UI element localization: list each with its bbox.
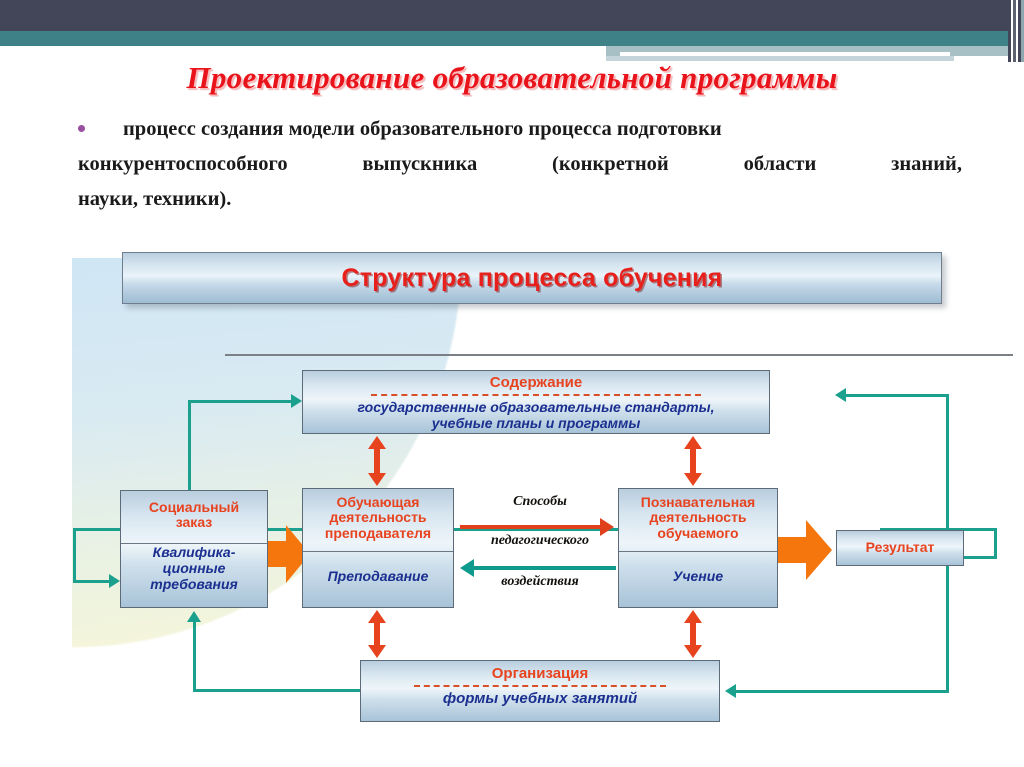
block-arrow-learner-to-result bbox=[774, 518, 832, 587]
node-teacher-head-3: преподавателя bbox=[324, 524, 432, 541]
node-content-dashed-rule bbox=[371, 393, 701, 396]
arrow-learner-to-teacher-shaft bbox=[474, 566, 616, 570]
node-content-sub-1: государственные образовательные стандарт… bbox=[357, 398, 715, 415]
connector-left-loop-bottom bbox=[73, 580, 109, 583]
node-content-sub-2: учебные планы и программы bbox=[431, 414, 641, 431]
connector-result-to-content-horizontal bbox=[846, 394, 949, 397]
body-paragraph: процесс создания модели образовательного… bbox=[78, 112, 962, 217]
node-result[interactable]: Результат bbox=[836, 530, 964, 566]
arrow-learner-org bbox=[682, 610, 704, 658]
connector-arrowhead-to-social bbox=[109, 574, 120, 588]
arrow-teacher-to-learner-head bbox=[600, 518, 614, 536]
header-bar-dark bbox=[0, 0, 1008, 31]
connector-arrowhead-to-content bbox=[291, 394, 302, 408]
node-teacher-sub: Преподавание bbox=[327, 568, 429, 585]
connector-arrowhead-org-to-social bbox=[187, 611, 201, 622]
header-stripe-2 bbox=[1011, 0, 1013, 62]
body-line-2: конкурентоспособного выпускника (конкрет… bbox=[78, 153, 962, 175]
header-stripe-4 bbox=[1016, 0, 1018, 62]
middle-label-top: Способы bbox=[513, 494, 567, 509]
arrow-teacher-to-learner-shaft bbox=[460, 525, 600, 529]
body-line-3: науки, техники). bbox=[78, 188, 232, 210]
node-content[interactable]: Содержание государственные образовательн… bbox=[302, 370, 770, 434]
horizontal-rule bbox=[225, 354, 1013, 356]
node-learning-activity[interactable]: Познавательная деятельность обучаемого У… bbox=[618, 488, 778, 608]
header-stripe-1 bbox=[1008, 0, 1011, 62]
node-org-sub: формы учебных занятий bbox=[442, 689, 638, 707]
header-bar-white bbox=[620, 52, 950, 56]
connector-arrowhead-result-to-org bbox=[725, 684, 736, 698]
arrow-content-teacher bbox=[366, 436, 388, 486]
connector-result-to-org-vertical bbox=[946, 534, 949, 693]
node-social-head-1: Социальный bbox=[148, 499, 240, 515]
node-learner-sub: Учение bbox=[672, 568, 724, 585]
node-social-head-2: заказ bbox=[175, 514, 213, 531]
node-teacher-head-1: Обучающая bbox=[336, 494, 420, 510]
bullet-dot-icon bbox=[78, 125, 85, 133]
node-social-order[interactable]: Социальный заказ Квалифика- ционные треб… bbox=[120, 490, 268, 608]
diagram-title-banner: Структура процесса обучения bbox=[122, 252, 942, 304]
node-social-sub-2: ционные bbox=[162, 559, 226, 576]
node-learner-head-2: деятельность bbox=[649, 509, 747, 526]
connector-org-to-social-horizontal bbox=[193, 689, 363, 692]
connector-arrowhead-result-to-content bbox=[835, 388, 846, 402]
connector-result-loop-bottom bbox=[963, 556, 997, 559]
node-org-dashed-rule bbox=[414, 684, 666, 687]
middle-label-bottom: воздействия bbox=[501, 574, 579, 589]
diagram-title-label: Структура процесса обучения bbox=[341, 263, 723, 292]
header-bar-light-2 bbox=[606, 56, 954, 61]
diagram-figure: Структура процесса обучения С bbox=[60, 240, 1020, 748]
node-learner-head-3: обучаемого bbox=[657, 524, 739, 541]
connector-org-to-social-vertical bbox=[193, 622, 196, 692]
decorative-header-bars bbox=[0, 0, 1024, 62]
node-teacher-head-2: деятельность bbox=[329, 509, 427, 526]
node-teacher-divider bbox=[303, 551, 453, 552]
connector-result-loop-top bbox=[880, 528, 997, 531]
connector-social-to-content-horizontal bbox=[188, 400, 291, 403]
node-content-head: Содержание bbox=[489, 374, 583, 391]
header-stripe-6 bbox=[1021, 0, 1024, 62]
arrow-learner-to-teacher-head bbox=[460, 559, 474, 577]
header-bar-teal bbox=[0, 31, 1008, 46]
page-title: Проектирование образовательной программы bbox=[186, 60, 838, 95]
header-stripe-3 bbox=[1013, 0, 1016, 62]
node-org-head: Организация bbox=[491, 665, 589, 682]
node-organization[interactable]: Организация формы учебных занятий bbox=[360, 660, 720, 722]
connector-left-loop-vertical bbox=[73, 528, 76, 582]
arrow-teacher-org bbox=[366, 610, 388, 658]
header-bar-light-1 bbox=[606, 46, 1008, 56]
body-line-1: процесс создания модели образовательного… bbox=[123, 118, 722, 140]
header-stripe-5 bbox=[1018, 0, 1021, 62]
connector-result-to-content-vertical bbox=[946, 394, 949, 534]
node-learner-head-1: Познавательная bbox=[640, 494, 756, 510]
block-arrow-social-to-teacher bbox=[256, 523, 310, 590]
middle-label-middle: педагогического bbox=[490, 533, 590, 548]
node-teaching-activity[interactable]: Обучающая деятельность преподавателя Пре… bbox=[302, 488, 454, 608]
node-result-head: Результат bbox=[865, 539, 935, 555]
connector-social-to-content-vertical bbox=[188, 400, 191, 492]
node-learner-divider bbox=[619, 551, 777, 552]
arrow-content-learner bbox=[682, 436, 704, 486]
connector-result-to-org-horizontal bbox=[736, 690, 948, 693]
connector-result-loop-vertical bbox=[994, 528, 997, 559]
node-social-sub-3: требования bbox=[150, 575, 238, 592]
node-social-divider bbox=[121, 543, 267, 544]
node-social-sub-1: Квалифика- bbox=[152, 543, 236, 560]
